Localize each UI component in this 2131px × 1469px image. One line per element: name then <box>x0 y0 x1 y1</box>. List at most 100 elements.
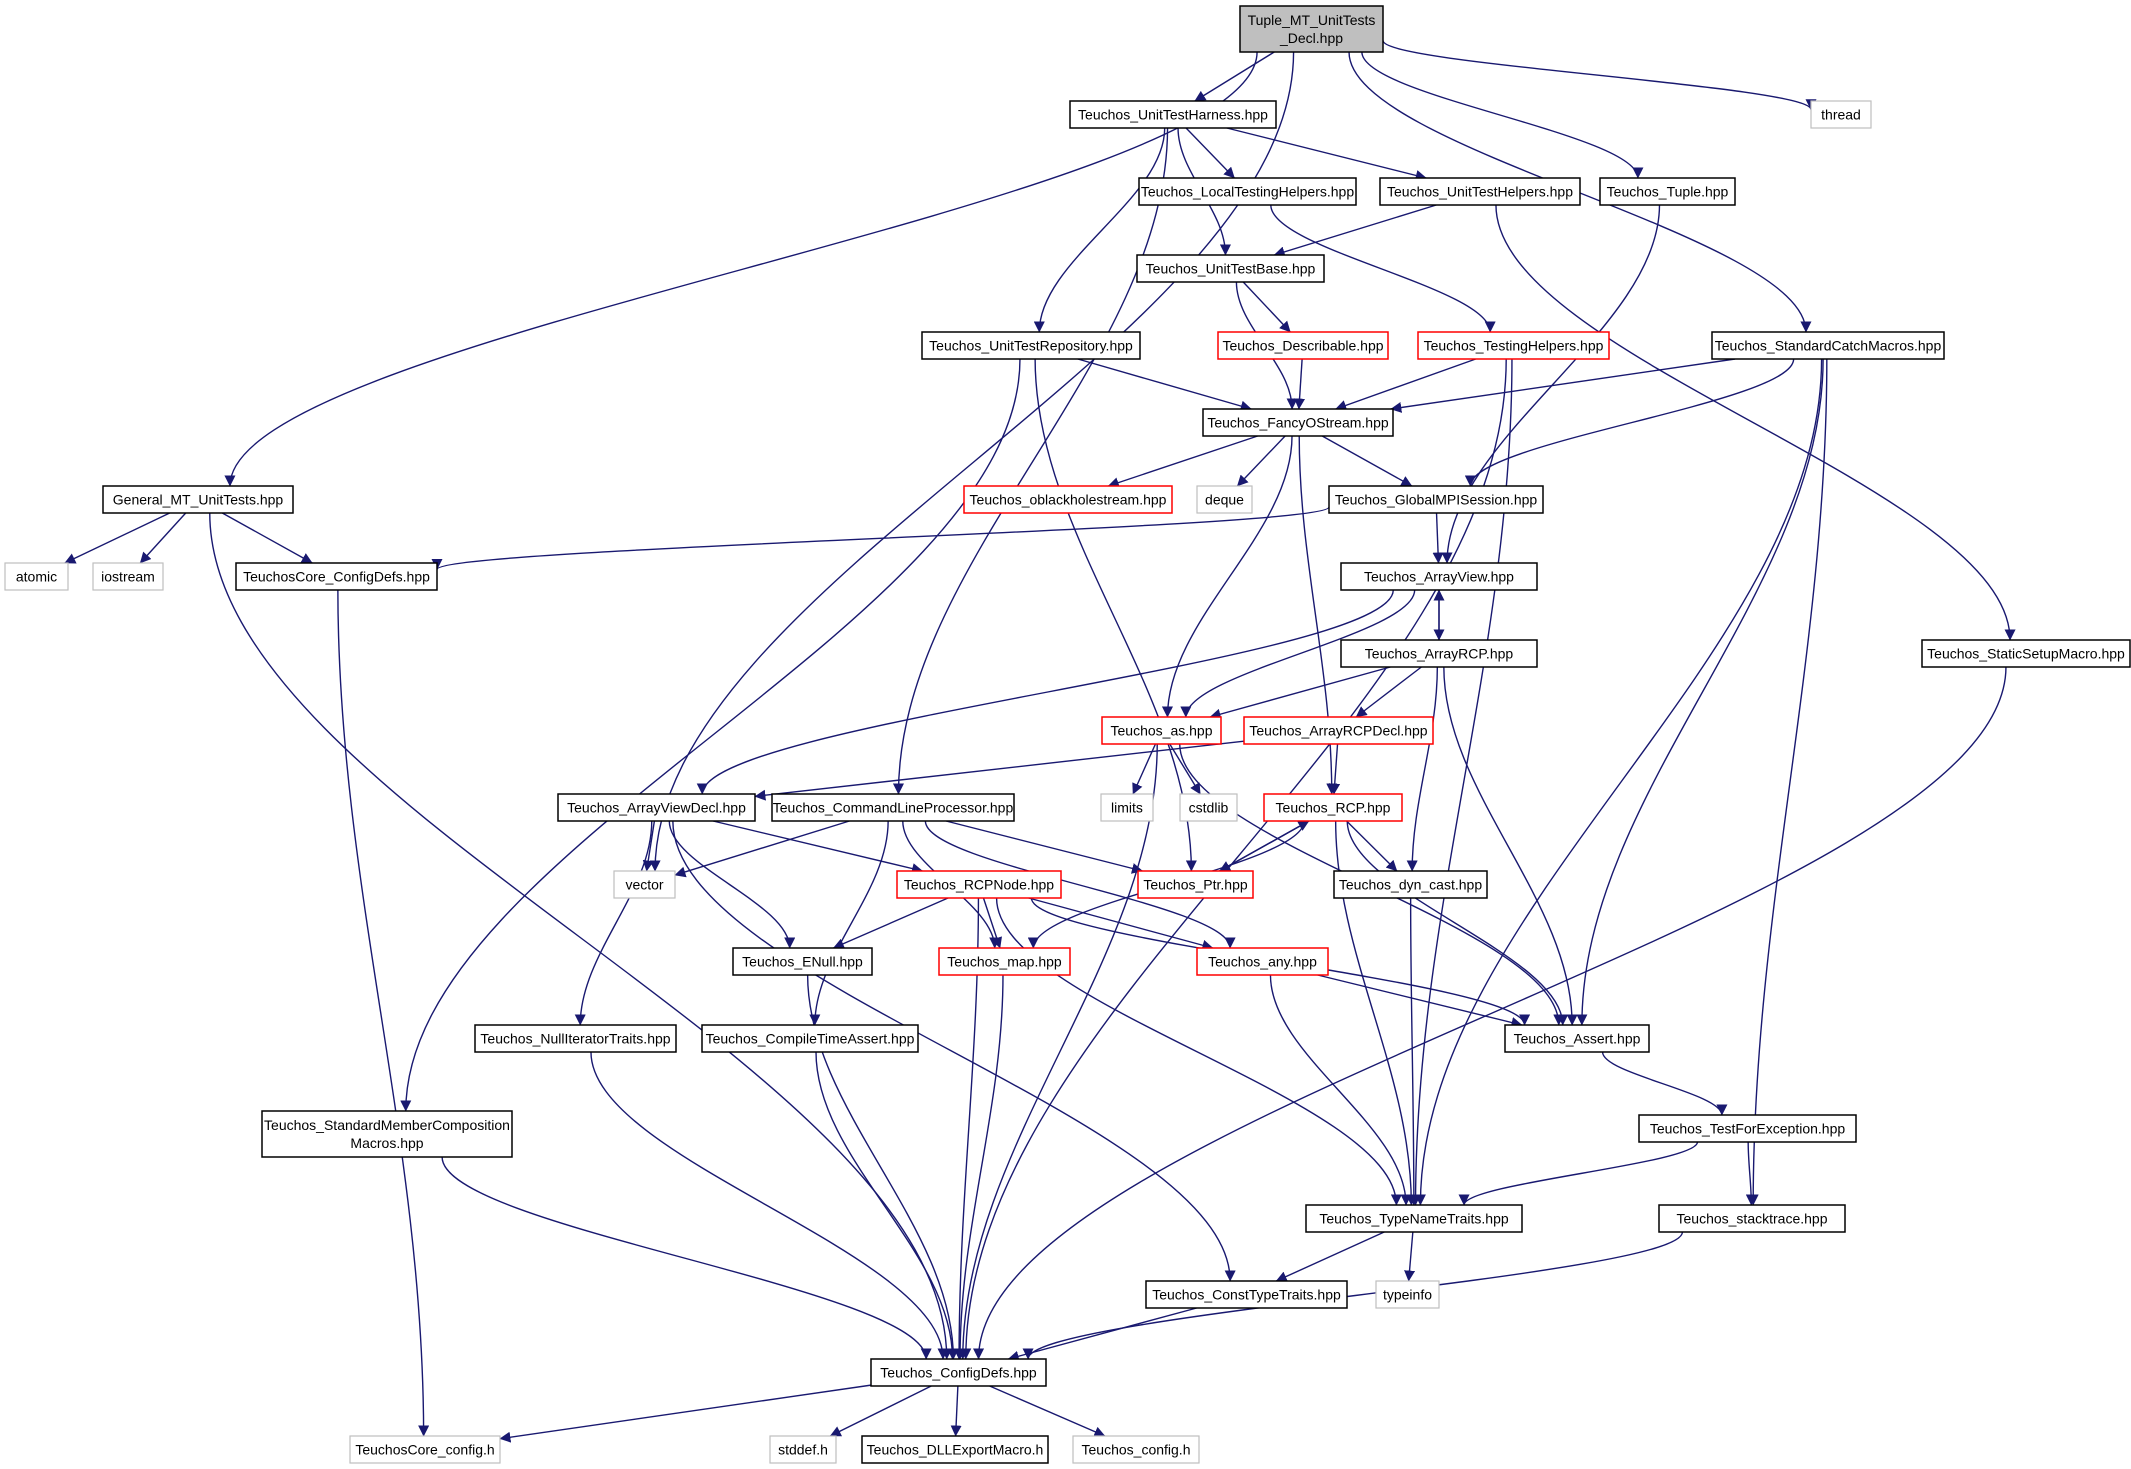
node-box <box>1711 331 1945 360</box>
node-tuple[interactable]: Teuchos_Tuple.hpp <box>1599 177 1736 206</box>
node-label: Teuchos_any.hpp <box>1208 954 1317 970</box>
node-unitbase[interactable]: Teuchos_UnitTestBase.hpp <box>1136 254 1325 283</box>
node-localtest[interactable]: Teuchos_LocalTestingHelpers.hpp <box>1138 177 1357 206</box>
node-dllexport[interactable]: Teuchos_DLLExportMacro.h <box>861 1435 1049 1464</box>
node-box <box>921 331 1141 360</box>
node-rcp[interactable]: Teuchos_RCP.hpp <box>1263 793 1403 822</box>
node-coreconfig[interactable]: TeuchosCore_config.h <box>349 1435 501 1464</box>
node-label: atomic <box>16 569 57 585</box>
node-arrayrcpdecl[interactable]: Teuchos_ArrayRCPDecl.hpp <box>1243 716 1434 745</box>
node-globalmpi[interactable]: Teuchos_GlobalMPISession.hpp <box>1328 485 1544 514</box>
edge-assert-to-testforexc <box>1601 1051 1728 1116</box>
edge-nulliter-to-configdefs <box>590 1051 949 1360</box>
node-label: stddef.h <box>778 1442 828 1458</box>
edge-any-to-assert <box>1317 974 1523 1028</box>
node-config[interactable]: Teuchos_config.h <box>1072 1435 1200 1464</box>
edge-testinghelpers-to-fancy <box>1335 358 1476 411</box>
node-arrayrcp[interactable]: Teuchos_ArrayRCP.hpp <box>1340 639 1538 668</box>
node-consttype[interactable]: Teuchos_ConstTypeTraits.hpp <box>1145 1280 1348 1309</box>
node-deque[interactable]: deque <box>1196 485 1253 514</box>
node-describable[interactable]: Teuchos_Describable.hpp <box>1217 331 1389 360</box>
node-arrayview[interactable]: Teuchos_ArrayView.hpp <box>1340 562 1538 591</box>
edge-harness-to-unitrepo <box>1033 127 1166 333</box>
node-box <box>1810 100 1872 129</box>
edge-root-to-harness <box>1194 51 1275 102</box>
node-cstdlib[interactable]: cstdlib <box>1179 793 1238 822</box>
node-dyncast[interactable]: Teuchos_dyn_cast.hpp <box>1333 870 1488 899</box>
edge-compiletime-to-configdefs <box>815 1051 958 1360</box>
edge-root-to-thread <box>1382 39 1817 111</box>
node-as[interactable]: Teuchos_as.hpp <box>1101 716 1222 745</box>
node-compiletime[interactable]: Teuchos_CompileTimeAssert.hpp <box>701 1024 919 1053</box>
edge-configdefs-to-config <box>989 1385 1106 1437</box>
node-label: Teuchos_LocalTestingHelpers.hpp <box>1141 184 1354 200</box>
node-unithelp[interactable]: Teuchos_UnitTestHelpers.hpp <box>1379 177 1581 206</box>
node-box <box>1921 639 2131 668</box>
node-stdcatch[interactable]: Teuchos_StandardCatchMacros.hpp <box>1711 331 1945 360</box>
node-box <box>1328 485 1544 514</box>
node-rcpnode[interactable]: Teuchos_RCPNode.hpp <box>896 870 1062 899</box>
node-box <box>861 1435 1049 1464</box>
node-label: Teuchos_DLLExportMacro.h <box>867 1442 1044 1458</box>
edge-unitrepo-to-fancy <box>1077 358 1252 412</box>
node-typeinfo[interactable]: typeinfo <box>1375 1280 1440 1309</box>
edge-fancy-to-deque <box>1236 435 1286 487</box>
node-iostream[interactable]: iostream <box>92 562 164 591</box>
edge-arrayview-to-arrayviewdecl <box>696 589 1394 795</box>
node-box <box>1145 1280 1348 1309</box>
node-box <box>1217 331 1389 360</box>
node-enull[interactable]: Teuchos_ENull.hpp <box>732 947 873 976</box>
node-stacktrace[interactable]: Teuchos_stacktrace.hpp <box>1658 1204 1846 1233</box>
edge-rcpnode-to-map <box>982 897 1002 949</box>
node-label: Teuchos_CommandLineProcessor.hpp <box>773 800 1014 816</box>
node-label: Teuchos_CompileTimeAssert.hpp <box>706 1031 915 1047</box>
node-limits[interactable]: limits <box>1100 793 1154 822</box>
node-testforexc[interactable]: Teuchos_TestForException.hpp <box>1638 1114 1857 1143</box>
node-atomic[interactable]: atomic <box>4 562 69 591</box>
node-testinghelpers[interactable]: Teuchos_TestingHelpers.hpp <box>1417 331 1610 360</box>
node-cmdline[interactable]: Teuchos_CommandLineProcessor.hpp <box>771 793 1015 822</box>
node-assert[interactable]: Teuchos_Assert.hpp <box>1504 1024 1650 1053</box>
node-typename[interactable]: Teuchos_TypeNameTraits.hpp <box>1305 1204 1523 1233</box>
node-arrayviewdecl[interactable]: Teuchos_ArrayViewDecl.hpp <box>557 793 756 822</box>
edge-harness-to-unithelp <box>1226 127 1427 181</box>
node-fancy[interactable]: Teuchos_FancyOStream.hpp <box>1202 408 1394 437</box>
edge-cmdline-to-ptr <box>945 820 1143 874</box>
edge-general-to-iostream <box>139 512 187 564</box>
node-stdmember[interactable]: Teuchos_StandardMemberCompositionMacros.… <box>261 1110 513 1158</box>
node-any[interactable]: Teuchos_any.hpp <box>1196 947 1329 976</box>
node-label: TeuchosCore_ConfigDefs.hpp <box>243 569 430 585</box>
node-nulliter[interactable]: Teuchos_NullIteratorTraits.hpp <box>474 1024 677 1053</box>
node-label: Teuchos_Ptr.hpp <box>1143 877 1248 893</box>
node-staticsetup[interactable]: Teuchos_StaticSetupMacro.hpp <box>1921 639 2131 668</box>
node-label: Teuchos_FancyOStream.hpp <box>1207 415 1389 431</box>
node-root[interactable]: Tuple_MT_UnitTests_Decl.hpp <box>1239 5 1384 53</box>
node-configdefs[interactable]: Teuchos_ConfigDefs.hpp <box>870 1358 1047 1387</box>
edge-general-to-atomic <box>64 512 170 564</box>
edge-arrayviewdecl-to-vector <box>642 820 656 872</box>
node-general[interactable]: General_MT_UnitTests.hpp <box>102 485 294 514</box>
node-label: vector <box>625 877 663 893</box>
node-unitrepo[interactable]: Teuchos_UnitTestRepository.hpp <box>921 331 1141 360</box>
edge-unithelp-to-unitbase <box>1273 204 1437 258</box>
node-box <box>613 870 676 899</box>
node-box <box>1417 331 1610 360</box>
node-label: iostream <box>101 569 155 585</box>
edge-fancy-to-globalmpi <box>1321 435 1413 487</box>
node-thread[interactable]: thread <box>1810 100 1872 129</box>
edge-consttype-to-configdefs <box>1007 1307 1197 1362</box>
node-box <box>1069 100 1277 129</box>
edge-arrayviewdecl-to-nulliter <box>574 820 653 1026</box>
edge-arrayviewdecl-to-consttype <box>672 820 1236 1282</box>
node-coreconfigdefs[interactable]: TeuchosCore_ConfigDefs.hpp <box>235 562 438 591</box>
node-oblack[interactable]: Teuchos_oblackholestream.hpp <box>963 485 1173 514</box>
node-label: Teuchos_UnitTestHelpers.hpp <box>1387 184 1573 200</box>
node-map[interactable]: Teuchos_map.hpp <box>938 947 1071 976</box>
node-stddef[interactable]: stddef.h <box>769 1435 837 1464</box>
node-ptr[interactable]: Teuchos_Ptr.hpp <box>1137 870 1254 899</box>
node-vector[interactable]: vector <box>613 870 676 899</box>
edge-stdcatch-to-globalmpi <box>1464 358 1795 487</box>
node-label: limits <box>1111 800 1143 816</box>
node-harness[interactable]: Teuchos_UnitTestHarness.hpp <box>1069 100 1277 129</box>
edge-configdefs-to-coreconfig <box>499 1384 872 1443</box>
